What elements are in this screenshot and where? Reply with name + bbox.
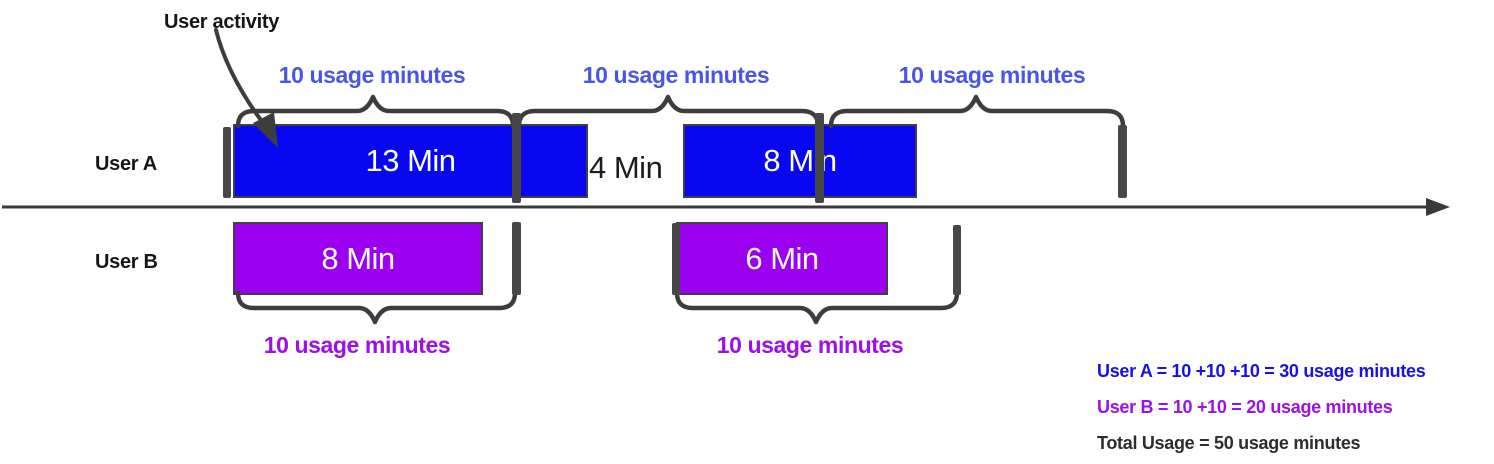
tick-a-10min-3 [1118,125,1127,198]
timeline-arrowhead-icon [1426,198,1450,216]
usage-label-b1: 10 usage minutes [263,332,451,358]
usage-label-a1: 10 usage minutes [278,62,466,88]
user-a-bar-1-value: 13 Min [365,143,456,178]
user-activity-arrow-line [214,28,265,125]
usage-label-a2: 10 usage minutes [582,62,770,88]
summary-user-b: User B = 10 +10 = 20 usage minutes [1097,397,1393,417]
usage-summary: User A = 10 +10 +10 = 30 usage minutes U… [1097,361,1426,453]
summary-total: Total Usage = 50 usage minutes [1097,433,1361,453]
user-b-activity-bar-1: 8 Min [233,222,483,295]
summary-user-a: User A = 10 +10 +10 = 30 usage minutes [1097,361,1426,381]
user-a-row-label: User A [95,153,157,175]
tick-a-start [223,127,231,198]
user-a-gap-label: 4 Min [589,150,663,185]
brace-top-2 [516,94,821,129]
user-b-bar-2-value: 6 Min [745,240,819,276]
user-a-activity-bar-2: 8 Min [683,124,917,198]
user-b-activity-bar-2: 6 Min [676,222,888,295]
user-a-activity-bar-1: 13 Min [233,124,588,198]
brace-top-3 [828,94,1126,129]
brace-bottom-1 [235,290,518,325]
user-b-bar-1-value: 8 Min [321,240,395,276]
usage-label-a3: 10 usage minutes [898,62,1086,88]
timeline-axis [2,198,1450,216]
user-a-bar-2-value: 8 Min [763,143,837,178]
user-activity-label: User activity [164,11,280,33]
tick-b-10min-2 [953,225,961,295]
brace-top-1 [235,94,516,129]
usage-label-b2: 10 usage minutes [716,332,904,358]
brace-bottom-2 [674,290,960,325]
tick-b-10min-1 [512,222,521,295]
user-b-row-label: User B [95,251,158,273]
